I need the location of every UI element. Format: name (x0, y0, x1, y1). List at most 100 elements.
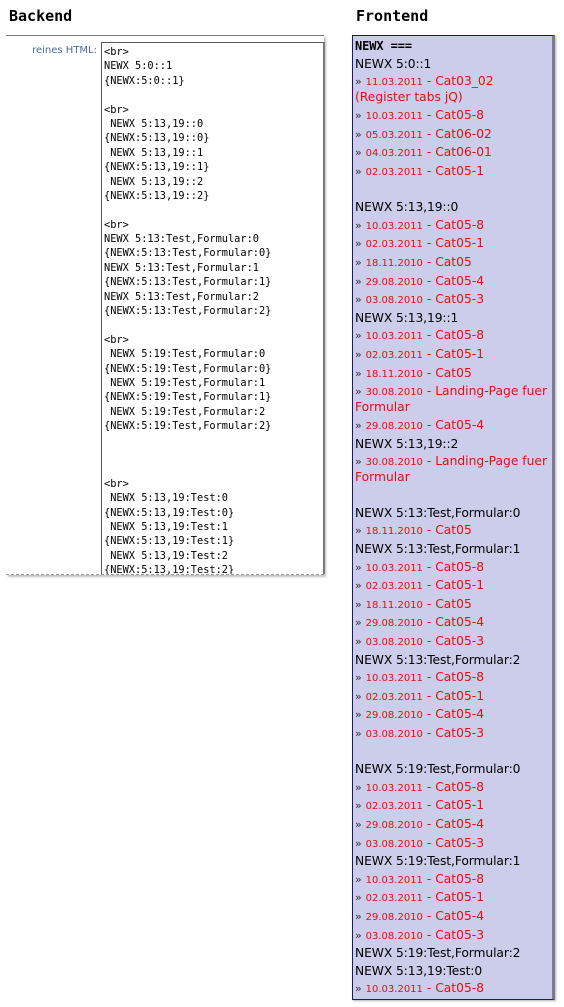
article-link[interactable]: » 03.08.2010 - Cat05-3 (355, 927, 552, 946)
article-title: Cat05 (435, 365, 472, 380)
raquo-icon: » (355, 909, 362, 923)
raquo-icon: » (355, 218, 362, 232)
separator: - (422, 254, 436, 269)
section-heading: NEWX 5:13:Test,Formular:2 (355, 652, 521, 667)
separator: - (422, 578, 436, 593)
article-link[interactable]: » 18.11.2010 - Cat05 (355, 596, 552, 615)
raquo-icon: » (355, 727, 362, 740)
article-link[interactable]: » 10.03.2011 - Cat05-8 (355, 559, 552, 578)
code-line: {NEWX:5:13,19::2} (104, 189, 210, 202)
code-line (104, 203, 323, 217)
article-link[interactable]: » 03.08.2010 - Cat05-3 (355, 835, 552, 854)
article-date: 10.03.2011 (365, 673, 423, 685)
separator: - (422, 108, 436, 123)
article-title: Cat05 (435, 254, 472, 269)
separator: - (422, 346, 436, 361)
article-date: 03.08.2010 (365, 930, 423, 942)
article-date: 03.08.2010 (365, 729, 423, 740)
separator: - (422, 726, 436, 740)
frontend-heading: Frontend (356, 7, 429, 25)
article-date: 29.08.2010 (365, 618, 423, 630)
article-link[interactable]: » 18.11.2010 - Cat05 (355, 522, 552, 541)
section-heading: NEWX 5:13:Test,Formular:0 (355, 505, 521, 520)
code-line: {NEWX:5:19:Test,Formular:1} (104, 391, 272, 404)
article-link[interactable]: » 10.03.2011 - Cat05-8 (355, 107, 552, 126)
article-title: Cat05-8 (435, 670, 485, 685)
article-link[interactable]: » 10.03.2011 - Cat05-8 (355, 871, 552, 890)
raquo-icon: » (355, 419, 362, 433)
code-line: {NEWX:5:13,19:Test:0} (104, 506, 235, 519)
article-link[interactable]: » 18.11.2010 - Cat05 (355, 365, 552, 384)
article-date: 29.08.2010 (365, 819, 423, 831)
code-line: NEWX 5:0::1 (104, 60, 173, 73)
article-link[interactable]: » 30.08.2010 - Landing-Page fuer Formula… (355, 383, 552, 417)
section-heading: NEWX 5:13,19:Test:1 (355, 999, 552, 1000)
separator: - (422, 384, 436, 399)
raquo-icon: » (355, 75, 362, 89)
article-link[interactable]: » 10.03.2011 - Cat05-8 (355, 980, 552, 999)
code-line: NEWX 5:13,19:Test:0 (104, 492, 228, 505)
article-title: Cat05-4 (435, 615, 485, 630)
article-link[interactable]: » 30.08.2010 - Landing-Page fuer Formula… (355, 453, 552, 487)
code-line: {NEWX:5:13:Test,Formular:2} (104, 305, 272, 318)
article-link[interactable]: » 10.03.2011 - Cat05-8 (355, 327, 552, 346)
html-source-textarea[interactable]: <br>NEWX 5:0::1{NEWX:5:0::1}<br> NEWX 5:… (101, 42, 325, 574)
separator: - (422, 688, 436, 703)
article-date: 02.03.2011 (365, 801, 423, 813)
article-link[interactable]: » 10.03.2011 - Cat05-8 (355, 779, 552, 798)
article-link[interactable]: » 11.03.2011 - Cat03_02 (Register tabs j… (355, 73, 552, 107)
article-link[interactable]: » 10.03.2011 - Cat05-8 (355, 669, 552, 688)
separator: - (422, 523, 436, 538)
article-link[interactable]: » 02.03.2011 - Cat05-1 (355, 889, 552, 908)
article-date: 10.03.2011 (365, 220, 423, 232)
raquo-icon: » (355, 109, 362, 123)
article-link[interactable]: » 05.03.2011 - Cat06-02 (355, 126, 552, 145)
raquo-icon: » (355, 164, 362, 178)
separator: - (422, 126, 436, 141)
separator: - (422, 217, 436, 232)
code-line: <br> (104, 333, 129, 346)
separator: - (422, 908, 436, 923)
article-link[interactable]: » 29.08.2010 - Cat05-4 (355, 706, 552, 725)
raquo-icon: » (355, 255, 362, 269)
article-link[interactable]: » 10.03.2011 - Cat05-8 (355, 217, 552, 236)
section-heading: NEWX 5:13,19:Test:0 (355, 963, 483, 978)
article-date: 03.08.2010 (365, 838, 423, 850)
raquo-icon: » (355, 780, 362, 794)
article-link[interactable]: » 02.03.2011 - Cat05-1 (355, 235, 552, 254)
article-date: 10.03.2011 (365, 782, 423, 794)
raquo-icon: » (355, 836, 362, 850)
article-link[interactable]: » 29.08.2010 - Cat05-4 (355, 816, 552, 835)
separator: - (422, 74, 436, 89)
raquo-icon: » (355, 293, 362, 307)
article-title: Cat05-1 (435, 163, 485, 178)
article-link[interactable]: » 03.08.2010 - Cat05-3 (355, 633, 552, 652)
article-title: Cat05-1 (435, 346, 485, 361)
article-link[interactable]: » 29.08.2010 - Cat05-4 (355, 614, 552, 633)
separator: - (422, 835, 436, 850)
article-link[interactable]: » 02.03.2011 - Cat05-1 (355, 688, 552, 707)
article-link[interactable]: » 29.08.2010 - Cat05-4 (355, 908, 552, 927)
raquo-icon: » (355, 237, 362, 251)
raquo-icon: » (355, 385, 362, 399)
article-link[interactable]: » 03.08.2010 - Cat05-3 (355, 725, 552, 744)
article-title: Cat05-4 (435, 273, 485, 288)
article-date: 29.08.2010 (365, 911, 423, 923)
article-date: 02.03.2011 (365, 166, 423, 178)
article-title: Cat05-3 (435, 292, 485, 307)
article-link[interactable]: » 29.08.2010 - Cat05-4 (355, 273, 552, 292)
raquo-icon: » (355, 455, 362, 469)
article-link[interactable]: » 04.03.2011 - Cat06-01 (355, 144, 552, 163)
article-link[interactable]: » 02.03.2011 - Cat05-1 (355, 346, 552, 365)
article-date: 18.11.2010 (365, 368, 423, 380)
article-link[interactable]: » 03.08.2010 - Cat05-3 (355, 291, 552, 310)
article-date: 29.08.2010 (365, 276, 423, 288)
article-link[interactable]: » 29.08.2010 - Cat05-4 (355, 417, 552, 436)
article-link[interactable]: » 02.03.2011 - Cat05-1 (355, 163, 552, 182)
code-line (104, 434, 323, 448)
article-date: 03.08.2010 (365, 295, 423, 307)
article-link[interactable]: » 18.11.2010 - Cat05 (355, 254, 552, 273)
article-link[interactable]: » 02.03.2011 - Cat05-1 (355, 797, 552, 816)
separator: - (422, 292, 436, 307)
article-link[interactable]: » 02.03.2011 - Cat05-1 (355, 577, 552, 596)
